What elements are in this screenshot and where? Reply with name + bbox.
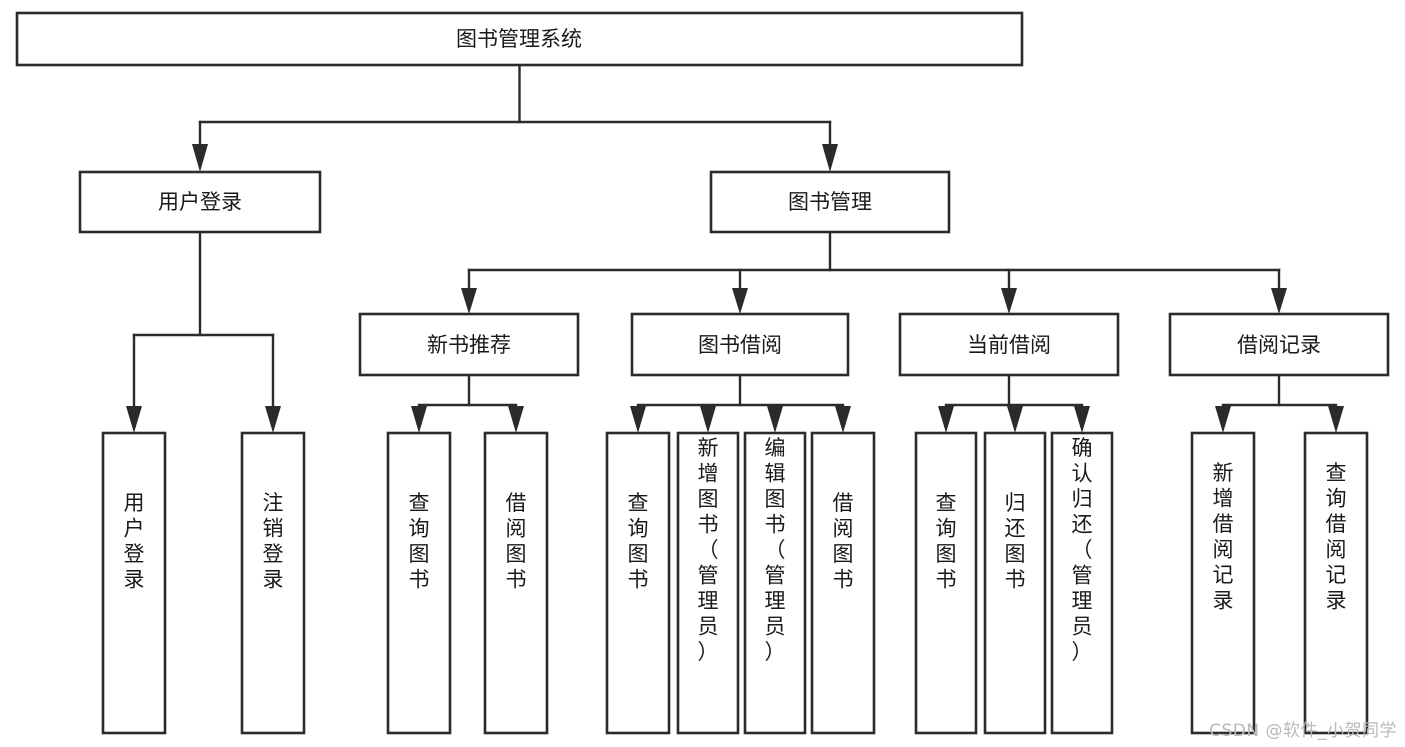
node-leaf-borrow-book-2[interactable]: 借阅图书 xyxy=(810,431,876,735)
arrow-head-leaf-add-book xyxy=(700,406,716,433)
node-borrow-record-label: 借阅记录 xyxy=(1237,333,1321,357)
node-leaf-edit-book-label: 编辑图书（管理员） xyxy=(765,436,786,664)
node-leaf-borrow-book-1-label: 借阅图书 xyxy=(506,491,527,592)
arrow-head-borrow-record xyxy=(1271,288,1287,314)
arrow-head-book-manage xyxy=(822,144,838,172)
node-leaf-logout-box[interactable] xyxy=(240,431,306,735)
node-leaf-query-record-box[interactable] xyxy=(1303,431,1369,735)
arrow-head-leaf-add-record xyxy=(1215,406,1231,433)
node-book-borrow-label: 图书借阅 xyxy=(698,333,782,357)
node-user-login-box[interactable] xyxy=(78,170,322,234)
node-leaf-add-record-label: 新增借阅记录 xyxy=(1213,461,1234,613)
node-leaf-query-book-2[interactable]: 查询图书 xyxy=(605,431,671,735)
node-leaf-query-book-2-box[interactable] xyxy=(605,431,671,735)
node-leaf-edit-book[interactable]: 编辑图书（管理员） xyxy=(743,431,807,735)
arrow-head-book-borrow xyxy=(732,288,748,314)
arrow-head-leaf-query-book-1 xyxy=(411,406,427,433)
node-leaf-add-book-label: 新增图书（管理员） xyxy=(698,436,719,664)
arrow-head-leaf-logout xyxy=(265,406,281,433)
node-leaf-query-record[interactable]: 查询借阅记录 xyxy=(1303,431,1369,735)
node-borrow-record[interactable]: 借阅记录 xyxy=(1168,312,1390,377)
node-leaf-user-login[interactable]: 用户登录 xyxy=(101,431,167,735)
node-leaf-user-login-label: 用户登录 xyxy=(124,491,145,592)
node-leaf-borrow-book-1[interactable]: 借阅图书 xyxy=(483,431,549,735)
node-book-manage-box[interactable] xyxy=(709,170,951,234)
node-leaf-borrow-book-2-label: 借阅图书 xyxy=(833,491,854,592)
arrow-head-leaf-return-book xyxy=(1007,406,1023,433)
node-leaf-add-record[interactable]: 新增借阅记录 xyxy=(1190,431,1256,735)
arrow-head-leaf-query-record xyxy=(1328,406,1344,433)
connector-group-new-book-recommend xyxy=(411,373,524,433)
node-leaf-user-login-box[interactable] xyxy=(101,431,167,735)
node-current-borrow-label: 当前借阅 xyxy=(967,333,1051,357)
node-leaf-add-record-box[interactable] xyxy=(1190,431,1256,735)
node-leaf-query-book-3-label: 查询图书 xyxy=(936,491,957,592)
node-leaf-query-book-1[interactable]: 查询图书 xyxy=(386,431,452,735)
connector-group-current-borrow xyxy=(938,373,1090,433)
node-root[interactable]: 图书管理系统 xyxy=(15,11,1024,67)
node-user-login[interactable]: 用户登录 xyxy=(78,170,322,234)
connector-group-book-borrow xyxy=(630,373,851,433)
node-leaf-query-book-2-label: 查询图书 xyxy=(628,491,649,592)
node-current-borrow-box[interactable] xyxy=(898,312,1120,377)
node-book-borrow-box[interactable] xyxy=(630,312,850,377)
node-leaf-query-book-3-box[interactable] xyxy=(914,431,978,735)
node-new-book-recommend-label: 新书推荐 xyxy=(427,333,511,357)
node-book-manage[interactable]: 图书管理 xyxy=(709,170,951,234)
node-leaf-add-book-box[interactable] xyxy=(676,431,740,735)
node-book-borrow[interactable]: 图书借阅 xyxy=(630,312,850,377)
arrow-head-leaf-user-login xyxy=(126,406,142,433)
node-leaf-logout-label: 注销登录 xyxy=(263,491,284,592)
node-borrow-record-box[interactable] xyxy=(1168,312,1390,377)
arrow-head-leaf-query-book-2 xyxy=(630,406,646,433)
node-leaf-edit-book-box[interactable] xyxy=(743,431,807,735)
node-leaf-confirm-return-box[interactable] xyxy=(1050,431,1114,735)
node-leaf-query-book-1-label: 查询图书 xyxy=(409,491,430,592)
arrow-head-leaf-borrow-book-1 xyxy=(508,406,524,433)
node-leaf-query-record-label: 查询借阅记录 xyxy=(1326,461,1347,613)
connector-group-root xyxy=(192,63,838,172)
node-root-label: 图书管理系统 xyxy=(456,27,582,51)
node-leaf-query-book-3[interactable]: 查询图书 xyxy=(914,431,978,735)
node-new-book-recommend[interactable]: 新书推荐 xyxy=(358,312,580,377)
connector-group-borrow-record xyxy=(1215,373,1344,433)
arrow-head-current-borrow xyxy=(1001,288,1017,314)
arrow-head-user-login xyxy=(192,144,208,172)
node-leaf-borrow-book-1-box[interactable] xyxy=(483,431,549,735)
node-leaf-confirm-return[interactable]: 确认归还（管理员） xyxy=(1050,431,1114,735)
node-leaf-return-book-label: 归还图书 xyxy=(1005,491,1026,592)
arrow-head-leaf-query-book-3 xyxy=(938,406,954,433)
arrow-head-leaf-edit-book xyxy=(767,406,783,433)
node-leaf-return-book-box[interactable] xyxy=(983,431,1047,735)
node-leaf-add-book[interactable]: 新增图书（管理员） xyxy=(676,431,740,735)
connector-group-user-login xyxy=(126,230,281,433)
arrow-head-new-book-recommend xyxy=(461,288,477,314)
arrow-head-leaf-borrow-book-2 xyxy=(835,406,851,433)
connector-group-book-manage xyxy=(461,230,1287,314)
node-leaf-query-book-1-box[interactable] xyxy=(386,431,452,735)
node-leaf-logout[interactable]: 注销登录 xyxy=(240,431,306,735)
node-current-borrow[interactable]: 当前借阅 xyxy=(898,312,1120,377)
node-leaf-confirm-return-label: 确认归还（管理员） xyxy=(1072,436,1093,664)
node-leaf-borrow-book-2-box[interactable] xyxy=(810,431,876,735)
node-book-manage-label: 图书管理 xyxy=(788,190,872,214)
node-root-box[interactable] xyxy=(15,11,1024,67)
node-leaf-return-book[interactable]: 归还图书 xyxy=(983,431,1047,735)
node-user-login-label: 用户登录 xyxy=(158,190,242,214)
node-new-book-recommend-box[interactable] xyxy=(358,312,580,377)
arrow-head-leaf-confirm-return xyxy=(1074,406,1090,433)
